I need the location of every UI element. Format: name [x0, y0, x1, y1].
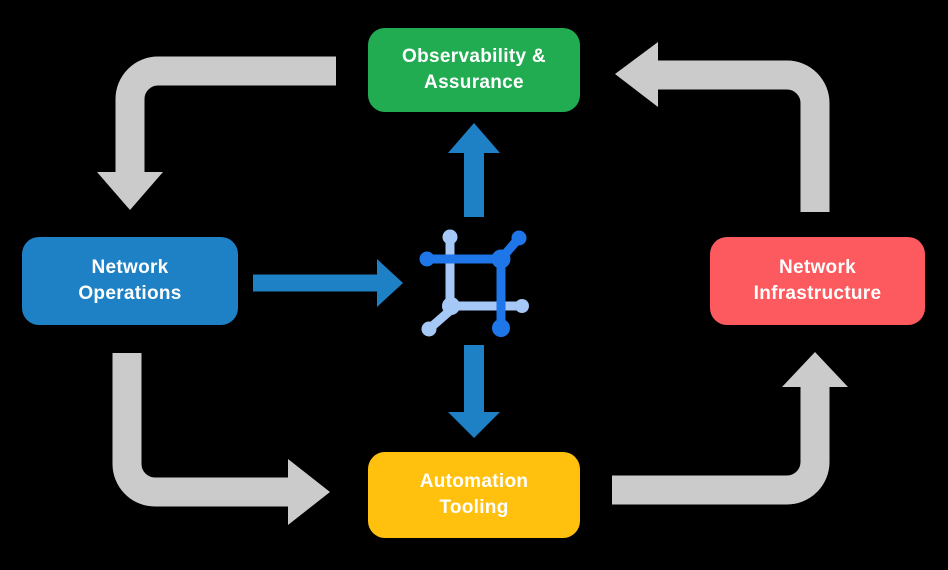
- flow-arrow-center-to-observability: [448, 123, 500, 217]
- arrow-shaft: [115, 56, 336, 172]
- arrow-head-left: [615, 42, 658, 107]
- node-observability-label: Observability & Assurance: [402, 45, 546, 93]
- arrow-head-down: [448, 412, 500, 438]
- cycle-arrow-operations-to-automation: [112, 353, 330, 525]
- node-automation-tooling: Automation Tooling: [368, 452, 580, 538]
- mesh-light-nodes: [421, 229, 529, 337]
- cycle-arrow-observability-to-operations: [97, 56, 336, 210]
- node-infrastructure-label: Network Infrastructure: [753, 256, 882, 304]
- arrow-shaft: [658, 60, 830, 212]
- node-observability-assurance: Observability & Assurance: [368, 28, 580, 112]
- node-network-operations: Network Operations: [22, 237, 238, 325]
- arrow-shaft: [612, 387, 830, 505]
- mesh-dark-nodes: [419, 230, 527, 337]
- flow-arrow-operations-to-center: [253, 259, 403, 307]
- arrow-head-right: [377, 259, 403, 307]
- cycle-arrow-automation-to-infrastructure: [612, 352, 848, 505]
- network-mesh-icon: [419, 229, 529, 337]
- arrow-shaft: [112, 353, 288, 507]
- arrow-head-down: [97, 172, 163, 210]
- arrow-head-up: [448, 123, 500, 153]
- node-network-infrastructure: Network Infrastructure: [710, 237, 925, 325]
- cycle-arrow-infrastructure-to-observability: [615, 42, 830, 212]
- arrow-head-right: [288, 459, 330, 525]
- node-operations-label: Network Operations: [78, 256, 182, 304]
- arrow-head-up: [782, 352, 848, 387]
- node-automation-label: Automation Tooling: [419, 470, 529, 518]
- flow-arrow-center-to-automation: [448, 345, 500, 438]
